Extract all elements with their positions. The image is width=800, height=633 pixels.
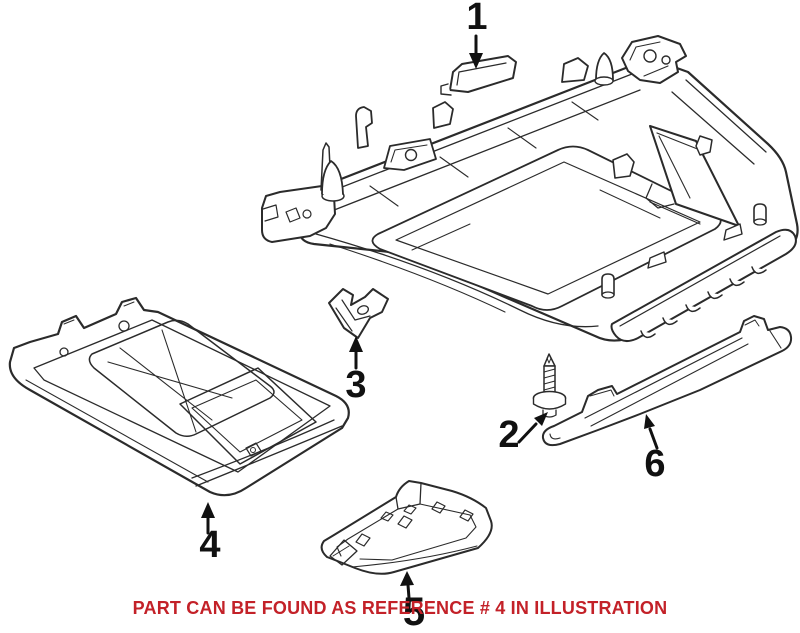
callout-arrow-2 [517, 412, 548, 444]
part-drawing-3-clip [328, 288, 389, 339]
callout-arrow-5 [400, 571, 414, 600]
callout-label-3: 3 [345, 364, 367, 406]
callout-arrow-4 [201, 502, 215, 535]
reference-note: PART CAN BE FOUND AS REFERENCE # 4 IN IL… [132, 598, 668, 618]
callout-arrow-1 [469, 34, 483, 69]
callout-label-5: 5 [402, 590, 426, 633]
callout-label-2: 2 [498, 414, 520, 456]
part-drawing-5-switch-panel [320, 480, 493, 575]
part-drawing-1-main-frame [261, 35, 799, 342]
part-drawing-2-screw [532, 353, 567, 418]
callout-arrow-3 [349, 336, 363, 370]
callout-label-6: 6 [644, 443, 666, 485]
part-drawing-4-left-frame [8, 296, 350, 497]
callout-label-1: 1 [466, 0, 488, 38]
part-drawing-6-trim-strip [541, 315, 793, 447]
callout-arrow-6 [644, 414, 659, 450]
callout-label-4: 4 [199, 524, 221, 566]
callout-arrows [201, 34, 659, 600]
